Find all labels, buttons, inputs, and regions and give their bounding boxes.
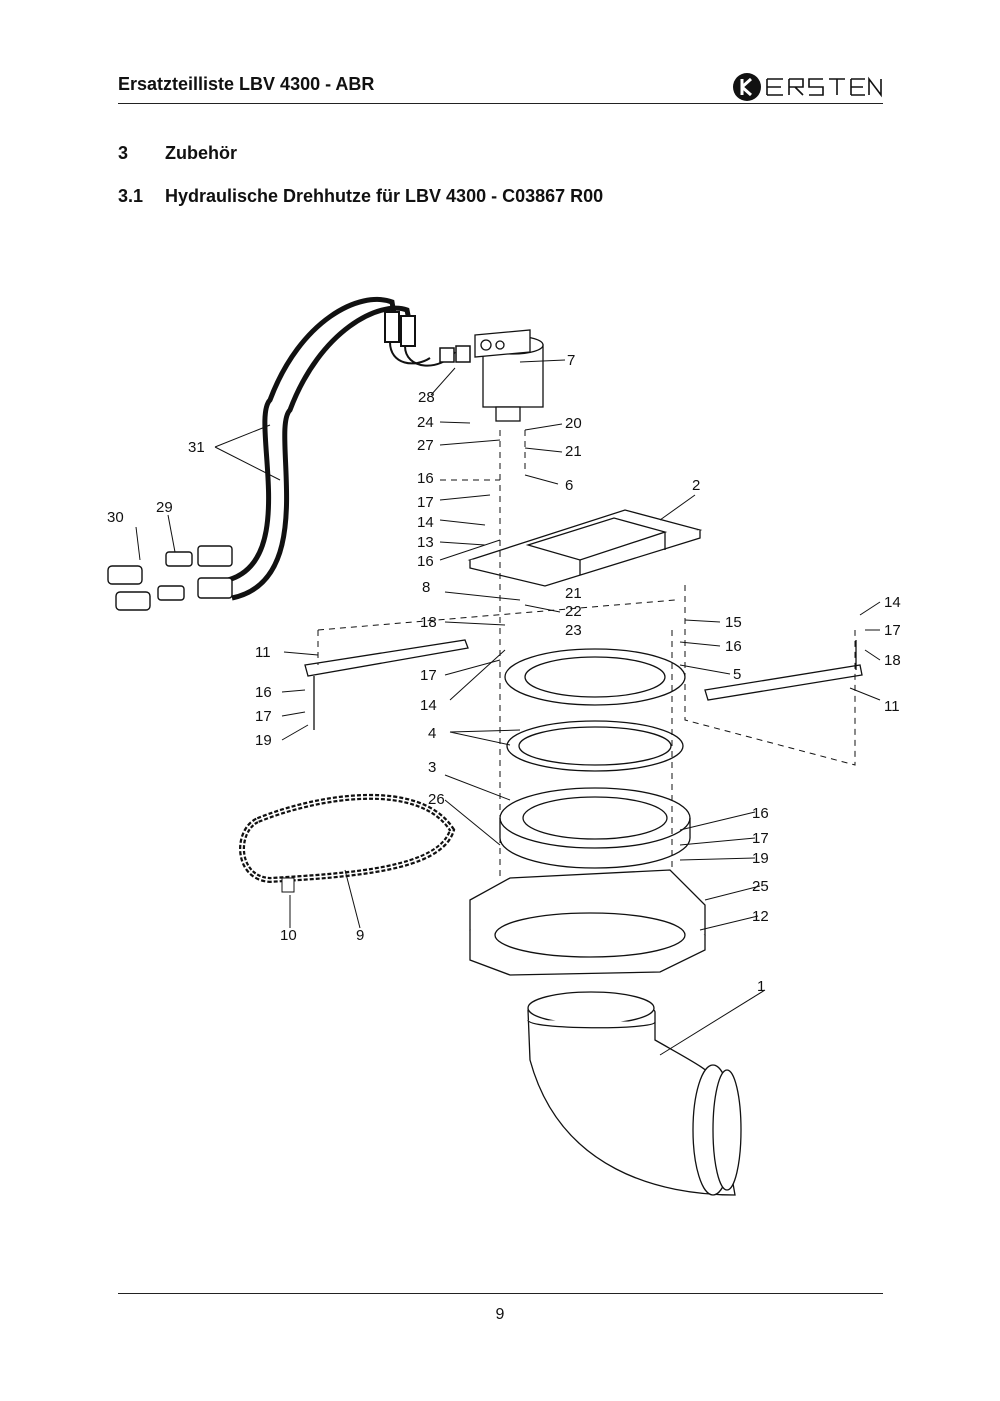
- callout-label: 28: [418, 389, 435, 406]
- callout-label: 17: [255, 708, 272, 725]
- callout-label: 19: [752, 850, 769, 867]
- callout-label: 27: [417, 437, 434, 454]
- octagonal-housing: [469, 869, 706, 976]
- callout-label: 3: [428, 759, 436, 776]
- footer-rule: [118, 1293, 883, 1294]
- callout-label: 7: [567, 352, 575, 369]
- support-rings: [499, 648, 691, 869]
- elbow-pipe: [527, 991, 742, 1196]
- callout-label: 14: [420, 697, 437, 714]
- callout-label: 21: [565, 443, 582, 460]
- callout-label: 11: [255, 644, 271, 661]
- callout-label: 23: [565, 622, 582, 639]
- fittings: [439, 345, 471, 363]
- callout-label: 17: [884, 622, 901, 639]
- callout-label: 29: [156, 499, 173, 516]
- callout-label: 16: [417, 553, 434, 570]
- callout-label: 4: [428, 725, 436, 742]
- callout-label: 20: [565, 415, 582, 432]
- callout-label: 22: [565, 603, 582, 620]
- callout-label: 18: [884, 652, 901, 669]
- callout-label: 11: [884, 698, 900, 715]
- drive-chain: [239, 793, 456, 884]
- mounting-plate: [467, 509, 703, 587]
- exploded-parts-drawing: 7 28 24 20 27 21 31 16 6 2 17 30 29 14 1…: [107, 296, 901, 1196]
- connectors: [107, 545, 233, 611]
- callout-label: 2: [692, 477, 700, 494]
- subsection-number: 3.1: [118, 186, 144, 206]
- hydraulic-motor: [474, 329, 544, 422]
- callout-label: 18: [420, 614, 437, 631]
- callout-label: 26: [428, 791, 445, 808]
- callout-label: 8: [422, 579, 430, 596]
- callout-label: 21: [565, 585, 582, 602]
- callout-label: 1: [757, 978, 765, 995]
- callout-label: 14: [884, 594, 901, 611]
- callout-label: 19: [255, 732, 272, 749]
- callout-label: 10: [280, 927, 297, 944]
- callout-label: 16: [255, 684, 272, 701]
- callout-label: 17: [752, 830, 769, 847]
- callout-label: 30: [107, 509, 124, 526]
- callout-label: 16: [725, 638, 742, 655]
- document-header-title: Ersatzteilliste LBV 4300 - ABR: [118, 74, 375, 94]
- callout-label: 31: [188, 439, 205, 456]
- callout-labels: 7 28 24 20 27 21 31 16 6 2 17 30 29 14 1…: [107, 352, 901, 995]
- kersten-logo: [733, 73, 882, 101]
- header-rule: [118, 103, 883, 104]
- page-number: 9: [495, 1306, 505, 1323]
- subsection-title: Hydraulische Drehhutze für LBV 4300 - C0…: [165, 186, 604, 206]
- section-title: Zubehör: [165, 143, 237, 163]
- callout-label: 16: [417, 470, 434, 487]
- callout-label: 5: [733, 666, 741, 683]
- callout-label: 16: [752, 805, 769, 822]
- callout-label: 9: [356, 927, 364, 944]
- callout-label: 25: [752, 878, 769, 895]
- callout-label: 12: [752, 908, 769, 925]
- hose-fitting: [400, 315, 416, 347]
- hose-fitting: [384, 311, 400, 343]
- callout-label: 13: [417, 534, 434, 551]
- callout-label: 17: [420, 667, 437, 684]
- callout-label: 6: [565, 477, 573, 494]
- callout-label: 15: [725, 614, 742, 631]
- hydraulic-hoses: [227, 296, 413, 601]
- section-number: 3: [118, 143, 129, 163]
- brackets: [304, 639, 863, 730]
- callout-label: 24: [417, 414, 434, 431]
- callout-label: 17: [417, 494, 434, 511]
- callout-label: 14: [417, 514, 434, 531]
